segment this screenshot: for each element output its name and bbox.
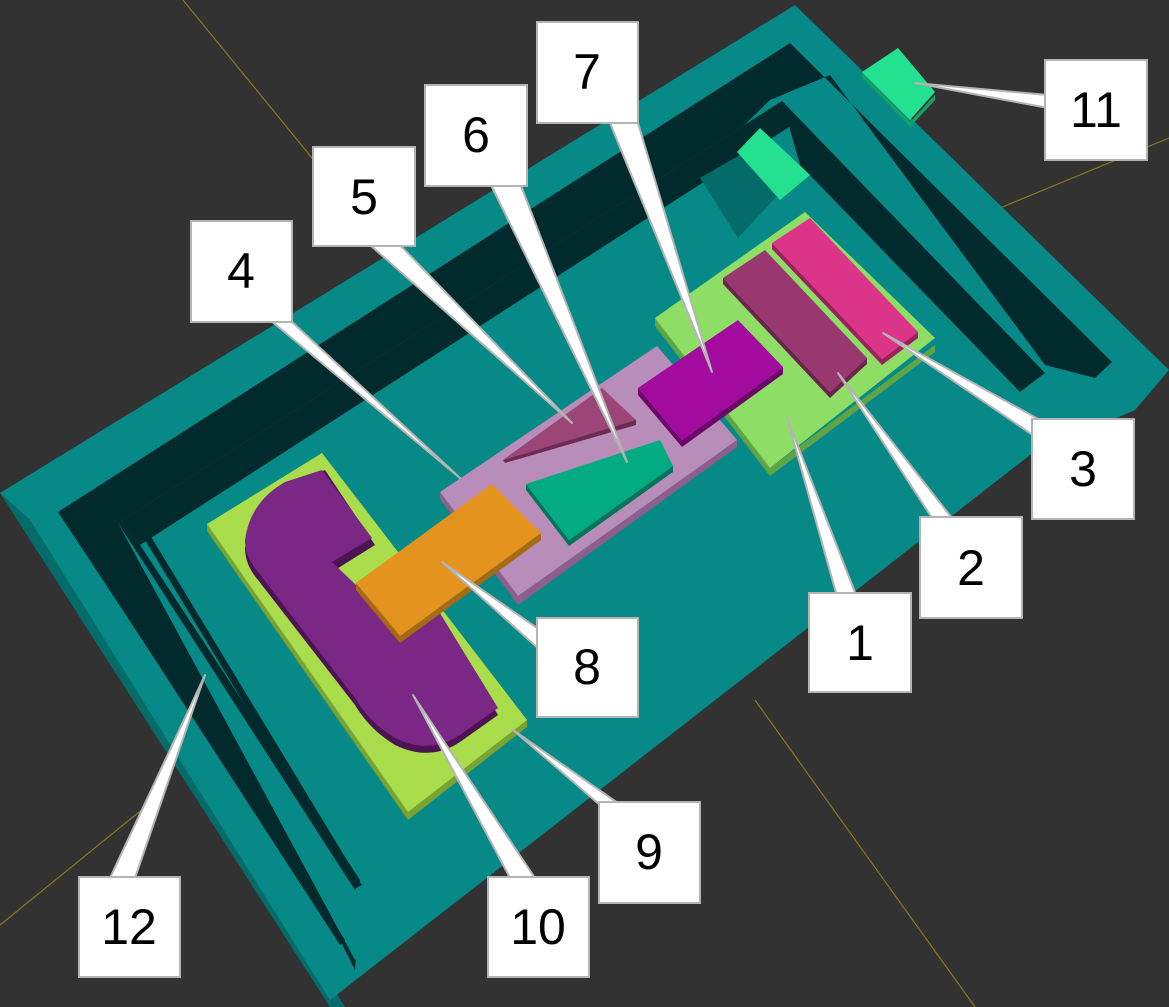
lime-pad-side xyxy=(207,524,527,820)
magenta-block xyxy=(638,320,783,447)
callout-3: 3 xyxy=(1031,418,1135,520)
callout-2-box xyxy=(919,516,1023,619)
callout-8-label: 8 xyxy=(573,639,601,695)
pink-bar xyxy=(772,218,918,365)
callout-5-box xyxy=(312,146,416,247)
callout-7: 7 xyxy=(536,21,639,124)
callout-4-label: 4 xyxy=(227,243,255,299)
callout-10: 10 xyxy=(487,876,590,978)
orange-block-top xyxy=(356,484,541,636)
magenta-block-top xyxy=(638,320,783,440)
callout-12-label: 12 xyxy=(101,899,157,955)
callout-6: 6 xyxy=(424,84,528,187)
dark-rose-bar-top xyxy=(723,250,867,392)
callout-12: 12 xyxy=(78,876,181,978)
groove-line-left xyxy=(62,512,345,945)
callout-2-label: 2 xyxy=(957,540,985,596)
rose-triangle-edge xyxy=(503,420,636,463)
pink-bar-top xyxy=(772,218,918,359)
inner-recess-right xyxy=(782,101,1045,392)
callout-7-label: 7 xyxy=(573,44,601,100)
callout-11-box xyxy=(1044,59,1148,161)
callout-3-box xyxy=(1031,418,1135,520)
dark-rose-bar xyxy=(723,250,867,398)
mint-cube-top xyxy=(862,48,935,120)
callout-9-label: 9 xyxy=(635,824,663,880)
inner-cube-top xyxy=(737,128,810,200)
callout-11-label: 11 xyxy=(1070,82,1122,138)
callout-3-label: 3 xyxy=(1069,441,1097,497)
callout-7-box xyxy=(536,21,639,124)
guide-line-bottom-right xyxy=(754,699,976,1007)
callout-2: 2 xyxy=(919,516,1023,619)
callout-11: 11 xyxy=(1044,59,1148,161)
callout-9: 9 xyxy=(598,801,701,904)
inner-cube xyxy=(700,128,810,238)
mint-cube xyxy=(862,48,935,127)
teal-trapezoid xyxy=(526,440,673,546)
guide-line-top-left xyxy=(182,0,331,181)
teal-trapezoid-top xyxy=(526,440,673,540)
callout-8-box xyxy=(536,617,639,718)
callout-6-label: 6 xyxy=(462,107,490,163)
callout-10-box xyxy=(487,876,590,978)
orange-block xyxy=(356,484,541,643)
callout-1-label: 1 xyxy=(846,615,874,671)
callout-1: 1 xyxy=(808,592,912,693)
callout-5-label: 5 xyxy=(350,169,378,225)
callout-6-box xyxy=(424,84,528,187)
callout-12-box xyxy=(78,876,181,978)
callout-10-label: 10 xyxy=(510,899,566,955)
groove-line-left-2 xyxy=(145,535,362,888)
guide-line-bottom-left xyxy=(0,794,161,926)
callout-8: 8 xyxy=(536,617,639,718)
callout-4: 4 xyxy=(190,220,293,323)
callout-pointers xyxy=(109,82,1049,879)
callout-5: 5 xyxy=(312,146,416,247)
inner-recess-left xyxy=(118,523,360,890)
callout-9-box xyxy=(598,801,701,904)
callout-4-box xyxy=(190,220,293,323)
callout-1-box xyxy=(808,592,912,693)
